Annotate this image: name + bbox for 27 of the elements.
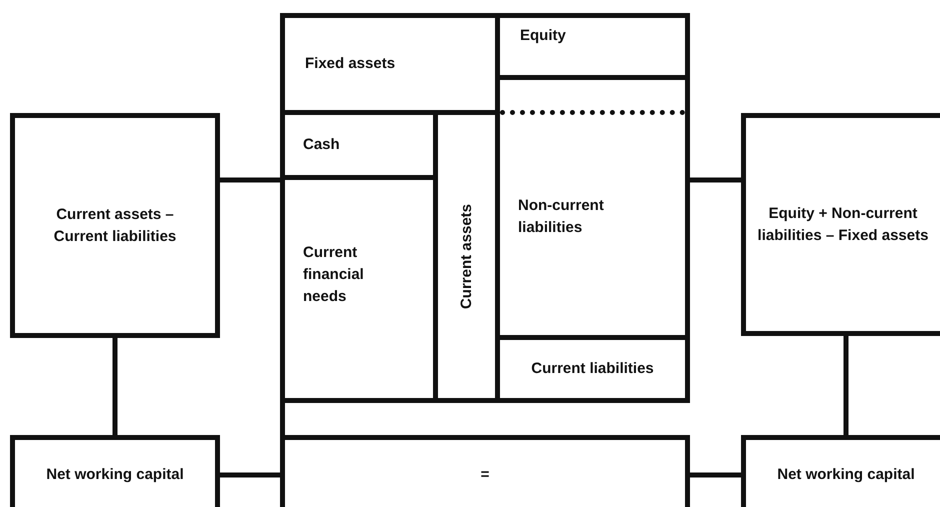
connector-line [220,178,280,182]
connector-line [220,472,280,478]
result-box [10,435,220,507]
equals-sign: = [480,465,490,486]
formula-box [10,113,220,338]
formula-box [741,113,940,336]
cell-label: Equity + Non-current liabilities – Fixed assets [756,204,930,246]
cell-label: Net working capital [777,465,915,486]
cell-label: Net working capital [46,465,184,486]
cell-label: Current liabilities [531,359,654,380]
cell-label: Current financial needs [303,243,365,306]
cell-label: Current assets [456,204,476,310]
cell-label: Fixed assets [305,54,396,74]
connector-line [280,403,285,435]
balance-sheet-cell [285,18,500,115]
connector-line [690,178,741,182]
cell-label: Non-current liabilities [518,196,605,238]
balance-sheet-cell [433,115,500,398]
cell-label: Current assets – Current liabilities [52,204,178,246]
cell-label: Equity [520,26,566,46]
connector-line [112,338,118,435]
equals-box [280,435,690,507]
connector-line [844,336,848,435]
result-box [741,435,940,507]
cell-label: Cash [303,135,340,156]
balance-sheet-frame [280,13,690,403]
connector-line [690,472,741,478]
